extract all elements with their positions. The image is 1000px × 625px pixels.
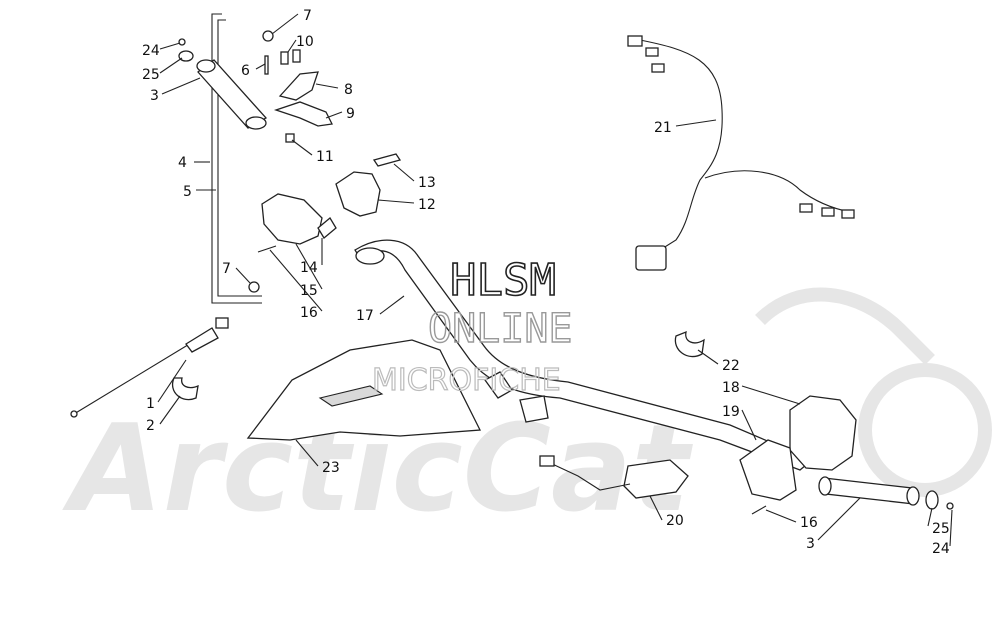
watermark-microfiche: MICROFICHE bbox=[372, 363, 561, 398]
washer-25-left bbox=[178, 50, 194, 62]
callout-16-right: 16 bbox=[800, 515, 818, 531]
callout-16: 16 bbox=[300, 305, 318, 321]
handlebar-pad-23 bbox=[246, 339, 482, 441]
callout-11: 11 bbox=[316, 149, 334, 165]
callout-7: 7 bbox=[303, 8, 312, 24]
watermark-text: HLSM ONLINE MICROFICHE bbox=[371, 254, 573, 398]
callout-7-lower: 7 bbox=[222, 261, 231, 277]
watermark-wheel bbox=[858, 363, 992, 497]
screw-24-right bbox=[946, 502, 954, 510]
callout-10: 10 bbox=[296, 34, 314, 50]
callout-19: 19 bbox=[722, 404, 740, 420]
cap-7-bottom bbox=[248, 281, 260, 293]
bracket-4 bbox=[211, 13, 262, 304]
leader-lines bbox=[157, 13, 953, 547]
callout-21: 21 bbox=[654, 120, 672, 136]
right-grip bbox=[818, 476, 920, 506]
callout-4: 4 bbox=[178, 155, 187, 171]
callout-12: 12 bbox=[418, 197, 436, 213]
screw-16-right bbox=[751, 505, 767, 515]
callout-24-right: 24 bbox=[932, 541, 950, 557]
throttle-housing-9 bbox=[273, 101, 333, 127]
callout-2: 2 bbox=[146, 418, 155, 434]
callouts: 24 25 3 4 5 7 10 6 8 9 11 13 12 7 14 15 … bbox=[142, 8, 950, 557]
screw-16-left bbox=[257, 245, 277, 253]
screw-24-left bbox=[178, 38, 186, 46]
watermark-motorcycle-frame bbox=[755, 287, 935, 365]
callout-17: 17 bbox=[356, 308, 374, 324]
watermark-hlsm: HLSM bbox=[450, 255, 556, 306]
cap-7-top bbox=[262, 30, 274, 42]
callout-14: 14 bbox=[300, 260, 318, 276]
callout-1: 1 bbox=[146, 396, 155, 412]
callout-20: 20 bbox=[666, 513, 684, 529]
callout-3-right: 3 bbox=[806, 536, 815, 552]
callout-13: 13 bbox=[418, 175, 436, 191]
washer-25-right bbox=[925, 490, 939, 510]
bracket-5 bbox=[217, 19, 262, 297]
callout-22: 22 bbox=[722, 358, 740, 374]
watermark-online: ONLINE bbox=[428, 306, 573, 352]
callout-23: 23 bbox=[322, 460, 340, 476]
clamp-22 bbox=[674, 330, 705, 358]
wiring-harness-21 bbox=[627, 35, 855, 271]
pin-6 bbox=[264, 55, 269, 75]
throttle-cable-1 bbox=[70, 317, 229, 418]
heater-wire-20 bbox=[539, 455, 689, 499]
switch-housing-19 bbox=[739, 439, 797, 501]
throttle-lever-8 bbox=[278, 71, 319, 101]
pad-10 bbox=[280, 51, 289, 65]
switch-housing-18 bbox=[789, 395, 857, 471]
callout-9: 9 bbox=[346, 106, 355, 122]
callout-18: 18 bbox=[722, 380, 740, 396]
callout-5: 5 bbox=[183, 184, 192, 200]
decal-13 bbox=[372, 153, 402, 167]
switch-14 bbox=[317, 217, 337, 239]
left-grip bbox=[196, 59, 268, 130]
switch-housing-12 bbox=[335, 171, 381, 217]
callout-25: 25 bbox=[142, 67, 160, 83]
callout-3: 3 bbox=[150, 88, 159, 104]
callout-8: 8 bbox=[344, 82, 353, 98]
callout-24: 24 bbox=[142, 43, 160, 59]
clamp-2 bbox=[171, 377, 199, 401]
callout-25-right: 25 bbox=[932, 521, 950, 537]
callout-6: 6 bbox=[241, 63, 250, 79]
nut-11 bbox=[285, 133, 295, 143]
pad-10b bbox=[292, 49, 301, 63]
callout-15: 15 bbox=[300, 283, 318, 299]
switch-housing-left-15 bbox=[261, 193, 323, 245]
